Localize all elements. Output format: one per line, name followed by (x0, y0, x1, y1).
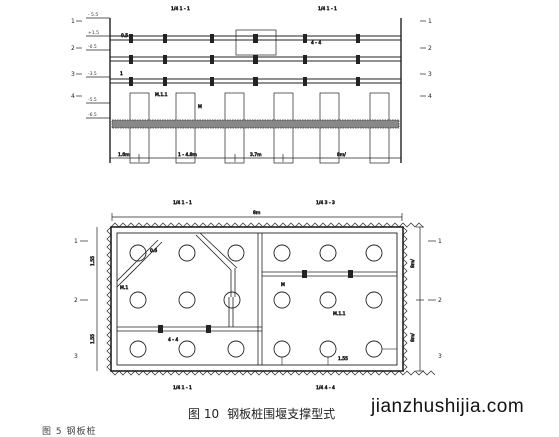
marker-left-2: 2 (71, 45, 75, 52)
figure-title: 钢板桩围堰支撑型式 (227, 407, 336, 421)
plan-marker-left-1: 1 (74, 238, 78, 245)
plan-view: 1/4 1 - 1 1/4 3 - 3 1/4 1 - 1 1/4 4 - 4 … (90, 200, 436, 391)
svg-text:1/4 3 - 3: 1/4 3 - 3 (316, 200, 335, 206)
svg-text:8m/: 8m/ (410, 333, 416, 342)
elevation-view: 1/4 1 - 1 1/4 1 - 1 (86, 6, 402, 164)
svg-text:4 - 4: 4 - 4 (168, 337, 178, 343)
elevation-markers: 1 2 3 4 1 2 3 4 (71, 18, 432, 100)
plan-marker-right-3: 3 (438, 353, 442, 360)
svg-text:M.1.1: M.1.1 (155, 92, 168, 98)
svg-text:1.6m: 1.6m (118, 152, 130, 158)
plan-marker-left-3: 3 (74, 353, 78, 360)
plan-marker-left-2: 2 (74, 297, 78, 304)
svg-text:-3.5: -3.5 (88, 71, 97, 77)
marker-right-3: 3 (428, 71, 432, 78)
svg-text:1/4 1 - 1: 1/4 1 - 1 (173, 200, 192, 206)
watermark: jianzhushijia.com (371, 396, 525, 417)
svg-text:1/4 1 - 1: 1/4 1 - 1 (173, 385, 192, 391)
svg-text:0.6: 0.6 (150, 248, 157, 254)
marker-left-1: 1 (71, 18, 75, 25)
svg-text:1.55: 1.55 (90, 334, 96, 344)
marker-left-4: 4 (71, 93, 75, 100)
svg-text:-6.5: -6.5 (88, 112, 97, 118)
bottom-text-fragment: 图 5 钢板桩 (42, 427, 97, 437)
figure-number: 图 10 (188, 407, 220, 421)
svg-text:-5.5: -5.5 (88, 97, 97, 103)
svg-text:+1.5: +1.5 (88, 30, 99, 36)
elevation-level-labels: - 5.5 +1.5 -0.5 -3.5 -5.5 -6.5 (88, 12, 99, 118)
plan-marker-right-1: 1 (438, 238, 442, 245)
marker-right-1: 1 (428, 18, 432, 25)
svg-text:8m/: 8m/ (410, 259, 416, 268)
svg-text:-0.5: -0.5 (88, 44, 97, 50)
svg-text:M.1.1: M.1.1 (333, 311, 346, 317)
marker-right-4: 4 (428, 93, 432, 100)
svg-text:4 - 4: 4 - 4 (311, 40, 321, 46)
plan-marker-right-2: 2 (438, 297, 442, 304)
svg-text:1 - 4.8m: 1 - 4.8m (178, 152, 197, 158)
svg-text:1.55: 1.55 (90, 256, 96, 266)
svg-text:M: M (281, 282, 285, 288)
svg-text:1.55: 1.55 (338, 356, 348, 362)
figure-caption: 图 10 钢板桩围堰支撑型式 (188, 405, 343, 422)
svg-text:8m: 8m (253, 210, 260, 216)
svg-text:M: M (198, 104, 202, 110)
marker-right-2: 2 (428, 45, 432, 52)
svg-text:1/4 1 - 1: 1/4 1 - 1 (171, 6, 190, 12)
svg-text:- 5.5: - 5.5 (88, 12, 98, 18)
svg-text:3.7m: 3.7m (250, 152, 262, 158)
plan-markers: 1 2 3 1 2 3 (74, 238, 442, 360)
svg-text:1/4 1 - 1: 1/4 1 - 1 (318, 6, 337, 12)
svg-text:1/4 4 - 4: 1/4 4 - 4 (316, 385, 335, 391)
svg-text:0.5: 0.5 (121, 33, 128, 39)
marker-left-3: 3 (71, 71, 75, 78)
svg-text:1: 1 (120, 71, 123, 77)
svg-text:M.1: M.1 (120, 285, 128, 291)
svg-text:8m/: 8m/ (337, 152, 346, 158)
